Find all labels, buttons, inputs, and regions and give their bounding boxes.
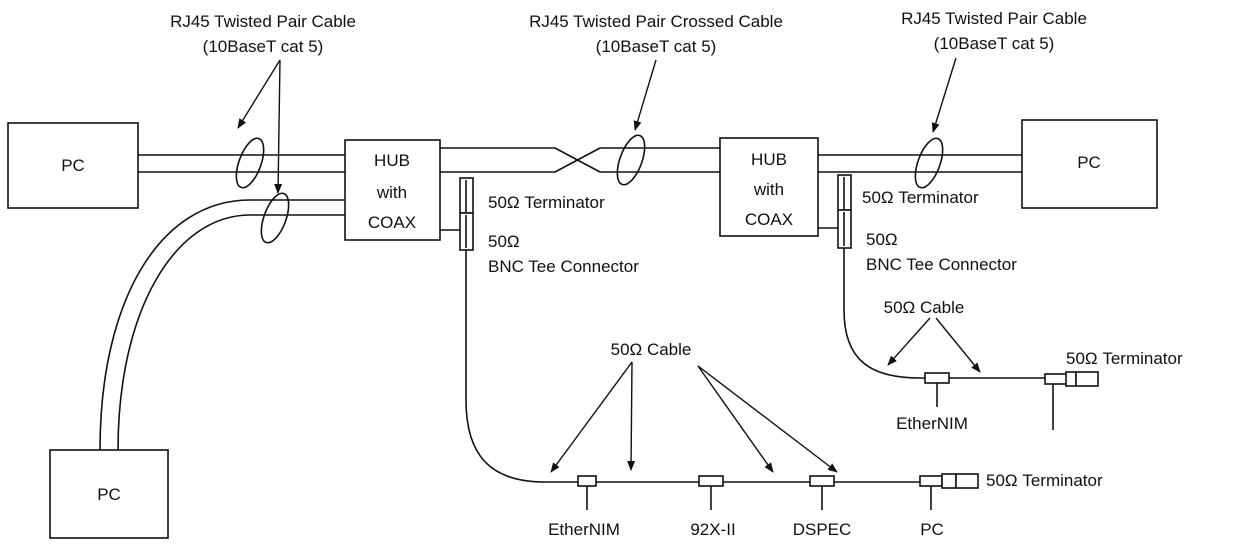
terminator-hub-right-label: 50Ω Terminator <box>862 188 979 207</box>
cable-ring-left-bottom <box>260 192 290 244</box>
cable-ring-right <box>914 137 944 189</box>
rj45-crossed-line2: (10BaseT cat 5) <box>596 37 717 56</box>
bnc-tee-hub-right <box>818 209 852 249</box>
hub-left-line1: HUB <box>374 151 410 170</box>
tee-ethernim-bottom <box>577 475 597 510</box>
arrow-rj45-left-a <box>237 59 281 129</box>
node-pc-bottom: PC <box>920 520 944 539</box>
cable-right-label: 50Ω Cable <box>884 298 965 317</box>
terminator-right-label: 50Ω Terminator <box>1066 349 1183 368</box>
tee-right-line2: BNC Tee Connector <box>866 255 1017 274</box>
bnc-tee-hub-left <box>440 212 474 251</box>
tee-ethernim-right <box>924 372 950 407</box>
twisted-pair-cable-curved <box>99 199 345 451</box>
node-dspec: DSPEC <box>793 520 852 539</box>
arrow-cable-bottom-2 <box>627 361 636 471</box>
arrow-cable-right-1 <box>887 317 931 366</box>
tee-dspec <box>809 475 835 510</box>
arrow-rj45-right <box>931 57 957 133</box>
cable-bottom-label: 50Ω Cable <box>611 340 692 359</box>
rj45-left-line1: RJ45 Twisted Pair Cable <box>170 12 356 31</box>
tee-92xii <box>698 475 724 510</box>
hub-right-line3: COAX <box>745 210 793 229</box>
pc-bottom-label: PC <box>97 485 121 504</box>
tee-left-line2: BNC Tee Connector <box>488 257 639 276</box>
hub-right-line1: HUB <box>751 150 787 169</box>
coax-cable-right <box>843 248 1045 379</box>
terminator-bottom-label: 50Ω Terminator <box>986 471 1103 490</box>
arrow-rj45-crossed <box>633 59 657 131</box>
tee-left-line1: 50Ω <box>488 232 520 251</box>
terminator-bottom <box>941 473 979 489</box>
cable-ring-crossed <box>616 134 646 186</box>
arrow-cable-right-2 <box>935 317 981 373</box>
rj45-crossed-line1: RJ45 Twisted Pair Crossed Cable <box>529 12 783 31</box>
rj45-right-line1: RJ45 Twisted Pair Cable <box>901 9 1087 28</box>
pc-right-box <box>1021 119 1158 209</box>
terminator-hub-left-label: 50Ω Terminator <box>488 193 605 212</box>
hub-right-line2: with <box>753 180 784 199</box>
coax-cable-left <box>465 250 920 483</box>
arrow-cable-bottom-4 <box>697 365 838 473</box>
terminator-hub-left <box>459 177 474 214</box>
pc-bottom-box <box>49 449 169 539</box>
hub-left-box <box>344 139 441 241</box>
node-92xii: 92X-II <box>690 520 735 539</box>
hub-left-line3: COAX <box>368 213 416 232</box>
tee-pc-bottom <box>919 475 943 510</box>
arrow-cable-bottom-3 <box>697 365 774 473</box>
twisted-pair-cable-left <box>138 154 345 173</box>
hub-left-line2: with <box>376 183 407 202</box>
crossed-cable <box>440 147 720 173</box>
arrow-cable-bottom-1 <box>550 361 633 473</box>
terminator-right <box>1065 371 1099 387</box>
rj45-left-line2: (10BaseT cat 5) <box>203 37 324 56</box>
tee-right-line1: 50Ω <box>866 230 898 249</box>
rj45-right-line2: (10BaseT cat 5) <box>934 34 1055 53</box>
terminator-hub-right <box>837 174 852 211</box>
arrow-rj45-left-b <box>274 59 283 194</box>
pc-left-box <box>7 122 139 209</box>
pc-left-label: PC <box>61 156 85 175</box>
pc-right-label: PC <box>1077 153 1101 172</box>
hub-right-box <box>719 137 819 237</box>
node-ethernim-right: EtherNIM <box>896 414 968 433</box>
node-ethernim-bottom: EtherNIM <box>548 520 620 539</box>
cable-ring-left-top <box>235 137 265 189</box>
